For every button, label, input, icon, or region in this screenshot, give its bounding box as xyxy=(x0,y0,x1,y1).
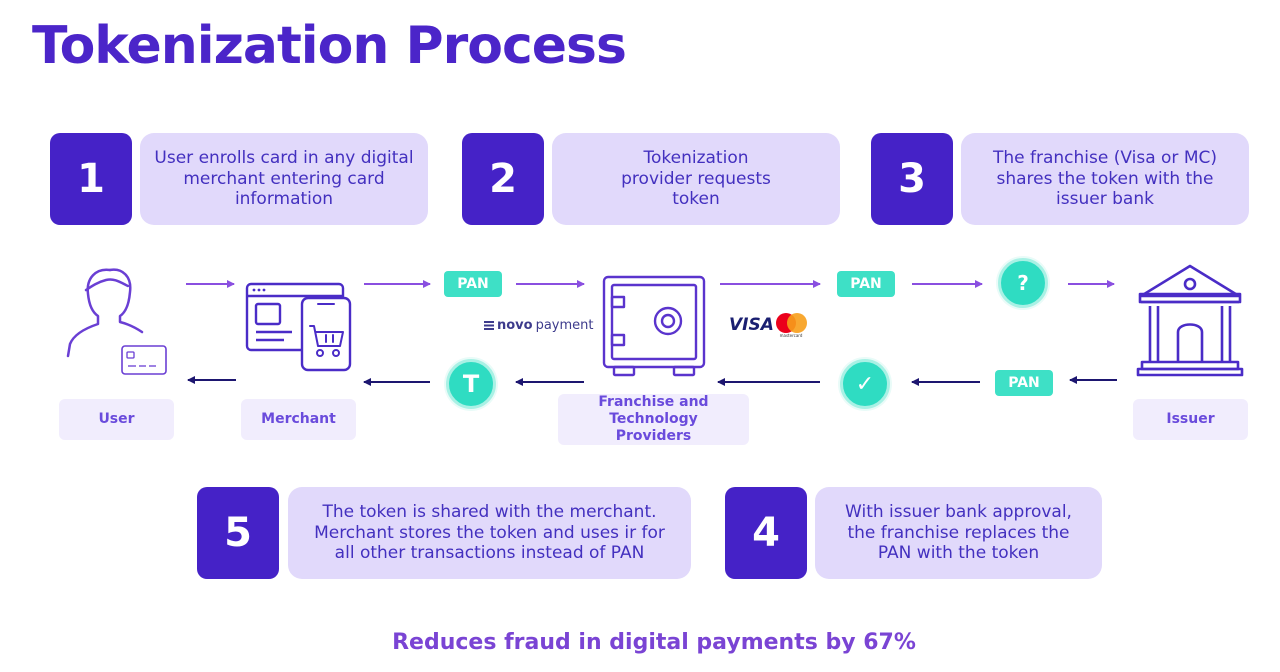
step-4-number: 4 xyxy=(725,487,807,579)
actor-label-issuer: Issuer xyxy=(1133,399,1248,440)
mastercard-logo: mastercard xyxy=(774,313,808,339)
visa-logo: VISA xyxy=(729,315,774,335)
pan-badge: PAN xyxy=(444,271,502,297)
mastercard-wordmark: mastercard xyxy=(779,333,803,338)
footer-stat: Reduces fraud in digital payments by 67% xyxy=(392,630,916,655)
step-3-number: 3 xyxy=(871,133,953,225)
step-3-text: The franchise (Visa or MC) shares the to… xyxy=(961,133,1249,225)
actor-label-user: User xyxy=(59,399,174,440)
step-5-number: 5 xyxy=(197,487,279,579)
pan-badge: PAN xyxy=(837,271,895,297)
checkmark-icon: ✓ xyxy=(840,359,890,409)
novopayment-mark-icon xyxy=(484,321,494,330)
pan-badge: PAN xyxy=(995,370,1053,396)
mastercard-orange-circle xyxy=(787,313,807,333)
step-1-text: User enrolls card in any digital merchan… xyxy=(140,133,428,225)
actor-label-providers: Franchise and Technology Providers xyxy=(558,394,749,445)
step-1-number: 1 xyxy=(50,133,132,225)
step-2-text: Tokenization provider requests token xyxy=(552,133,840,225)
user-icon xyxy=(66,268,167,375)
step-2-number: 2 xyxy=(462,133,544,225)
novopayment-logo-prefix: novo xyxy=(497,318,533,333)
token-icon: T xyxy=(446,359,496,409)
step-4-text: With issuer bank approval, the franchise… xyxy=(815,487,1102,579)
page-title: Tokenization Process xyxy=(32,16,627,76)
question-icon: ? xyxy=(998,258,1048,308)
actor-label-merchant: Merchant xyxy=(241,399,356,440)
safe-icon xyxy=(602,275,706,377)
merchant-icon xyxy=(245,282,352,372)
bank-icon xyxy=(1136,264,1244,377)
novopayment-logo-suffix: payment xyxy=(535,318,594,333)
step-5-text: The token is shared with the merchant. M… xyxy=(288,487,691,579)
